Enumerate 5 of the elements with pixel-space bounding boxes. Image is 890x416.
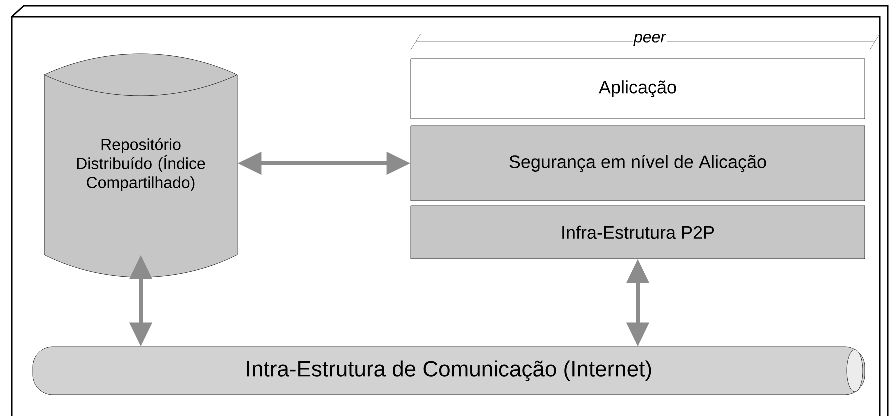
database-cylinder: Repositório Distribuído (Índice Compartilhado) — [44, 54, 238, 278]
layer-box: Infra-Estrutura P2P — [410, 206, 866, 260]
pipe-drawing: Intra-Estrutura de Comunicação (Internet) — [32, 346, 866, 396]
layer-box: Segurança em nível de Alicação — [410, 126, 866, 202]
layer-box: Aplicação — [410, 58, 866, 120]
